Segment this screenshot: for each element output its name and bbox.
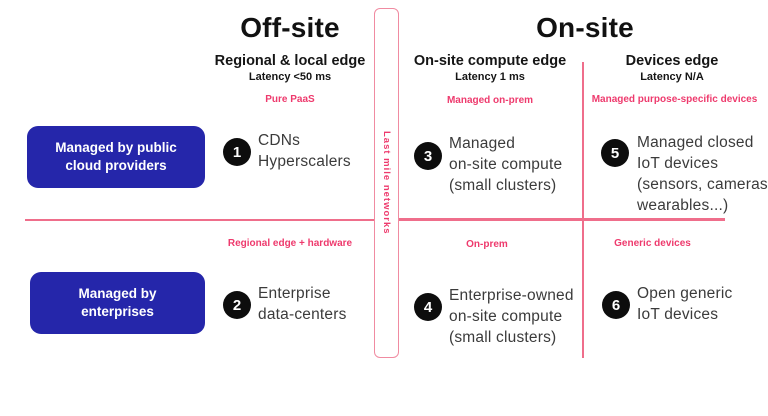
column-header-onsite-compute-edge: On-site compute edge Latency 1 ms xyxy=(390,53,590,83)
top-tag-managed-purpose-specific-devices: Managed purpose-specific devices xyxy=(591,94,758,105)
cell-5-text: Managed closed IoT devices (sensors, cam… xyxy=(637,134,768,214)
cell-5-number-badge: 5 xyxy=(601,139,629,167)
row-label-managed-by-public-cloud-providers: Managed by public cloud providers xyxy=(27,126,205,188)
column-name: Devices edge xyxy=(625,53,719,69)
row-label-text: Managed by public cloud providers xyxy=(55,139,177,173)
bottom-tag-on-prem: On-prem xyxy=(466,239,508,250)
column-latency: Latency 1 ms xyxy=(455,71,525,83)
bottom-tag-generic-devices: Generic devices xyxy=(614,238,691,249)
column-latency: Latency <50 ms xyxy=(248,71,332,83)
cell-3-text: Managed on-site compute (small clusters) xyxy=(449,135,563,194)
row-label-text: Managed by enterprises xyxy=(78,285,157,319)
cell-3-number-badge: 3 xyxy=(414,142,442,170)
top-tag-managed-on-prem: Managed on-prem xyxy=(446,95,534,106)
cell-2-number-badge: 2 xyxy=(223,291,251,319)
cell-4-text: Enterprise-owned on-site compute (small … xyxy=(449,287,574,346)
top-tag-pure-paas: Pure PaaS xyxy=(265,94,315,105)
last-mile-networks-band: Last mile networks xyxy=(374,8,399,358)
row-label-managed-by-enterprises: Managed by enterprises xyxy=(30,272,205,334)
onsite-title: On-site xyxy=(536,12,634,43)
column-name: Regional & local edge xyxy=(214,53,366,69)
cell-2-text: Enterprise data-centers xyxy=(258,285,347,323)
horizontal-divider-right xyxy=(399,218,725,221)
vertical-divider-onsite-columns xyxy=(582,62,584,358)
cell-6-number-badge: 6 xyxy=(602,291,630,319)
last-mile-networks-label: Last mile networks xyxy=(381,131,392,235)
cell-6-text: Open generic IoT devices xyxy=(637,285,733,323)
cell-1-number-badge: 1 xyxy=(223,138,251,166)
cell-4-number-badge: 4 xyxy=(414,293,442,321)
horizontal-divider-left xyxy=(25,219,375,221)
bottom-tag-regional-edge-hardware: Regional edge + hardware xyxy=(227,238,353,249)
offsite-title: Off-site xyxy=(240,12,340,43)
column-header-devices-edge: Devices edge Latency N/A xyxy=(572,53,768,83)
column-name: On-site compute edge xyxy=(413,53,567,69)
column-header-regional-local-edge: Regional & local edge Latency <50 ms xyxy=(185,53,395,83)
cell-1-text: CDNs Hyperscalers xyxy=(258,132,351,170)
column-latency: Latency N/A xyxy=(640,71,704,83)
